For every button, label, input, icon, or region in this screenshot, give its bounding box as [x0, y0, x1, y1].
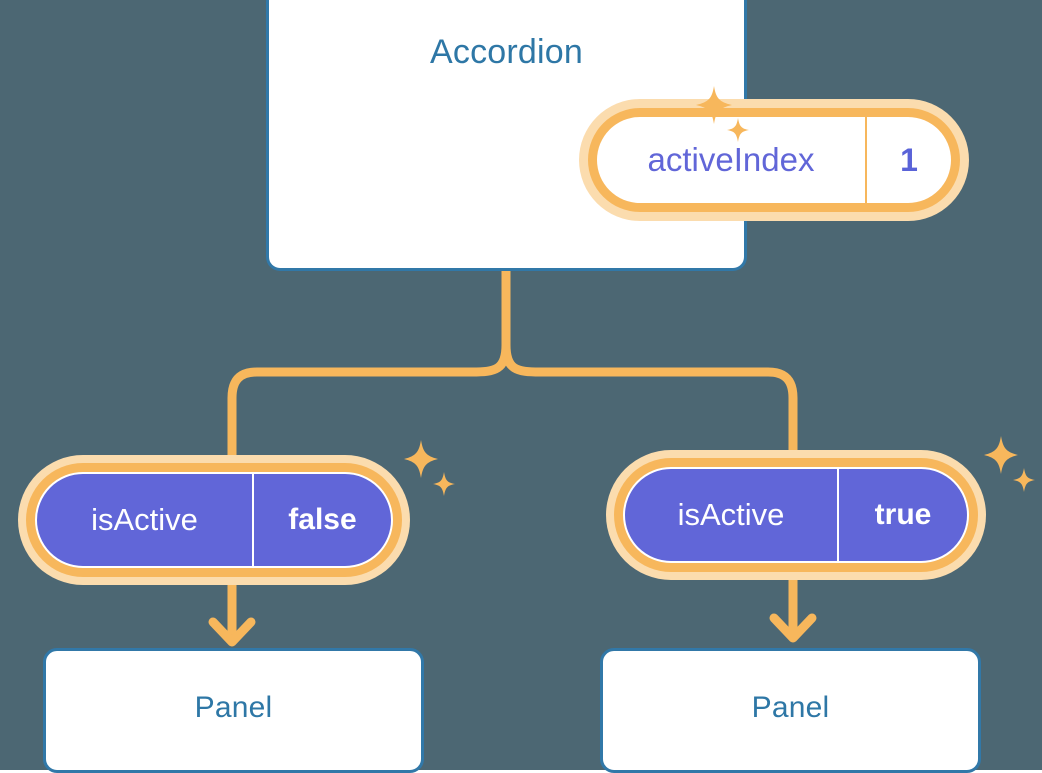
state-pill-key: isActive [677, 497, 785, 532]
state-pill-value: 1 [900, 141, 918, 178]
pill-divider [252, 474, 254, 566]
page-title: Accordion [430, 33, 583, 71]
pill-body: activeIndex 1 [597, 117, 951, 203]
pill-body: isActive true [623, 467, 969, 563]
wire-split-right [501, 340, 798, 455]
state-pill-activeindex[interactable]: activeIndex 1 [579, 99, 969, 221]
wire-split-left [227, 340, 511, 460]
state-pill-isactive-false[interactable]: isActive false [18, 455, 410, 585]
sparkle-icon [402, 440, 456, 502]
state-pill-isactive-true[interactable]: isActive true [606, 450, 986, 580]
state-pill-value: true [874, 498, 932, 531]
panel-card-left[interactable]: Panel [43, 648, 424, 773]
pill-body: isActive false [35, 472, 393, 568]
arrowhead-left [208, 617, 256, 647]
panel-title: Panel [194, 691, 273, 724]
state-pill-key: isActive [91, 502, 198, 537]
state-pill-value: false [288, 503, 357, 536]
panel-title: Panel [751, 691, 830, 724]
state-pill-key: activeIndex [647, 141, 815, 178]
arrowhead-right [769, 613, 817, 643]
sparkle-icon [982, 436, 1036, 498]
accordion-card[interactable]: Accordion activeIndex 1 [266, 0, 969, 271]
pill-divider [865, 117, 867, 203]
panel-card-right[interactable]: Panel [600, 648, 981, 773]
pill-divider [837, 469, 839, 561]
